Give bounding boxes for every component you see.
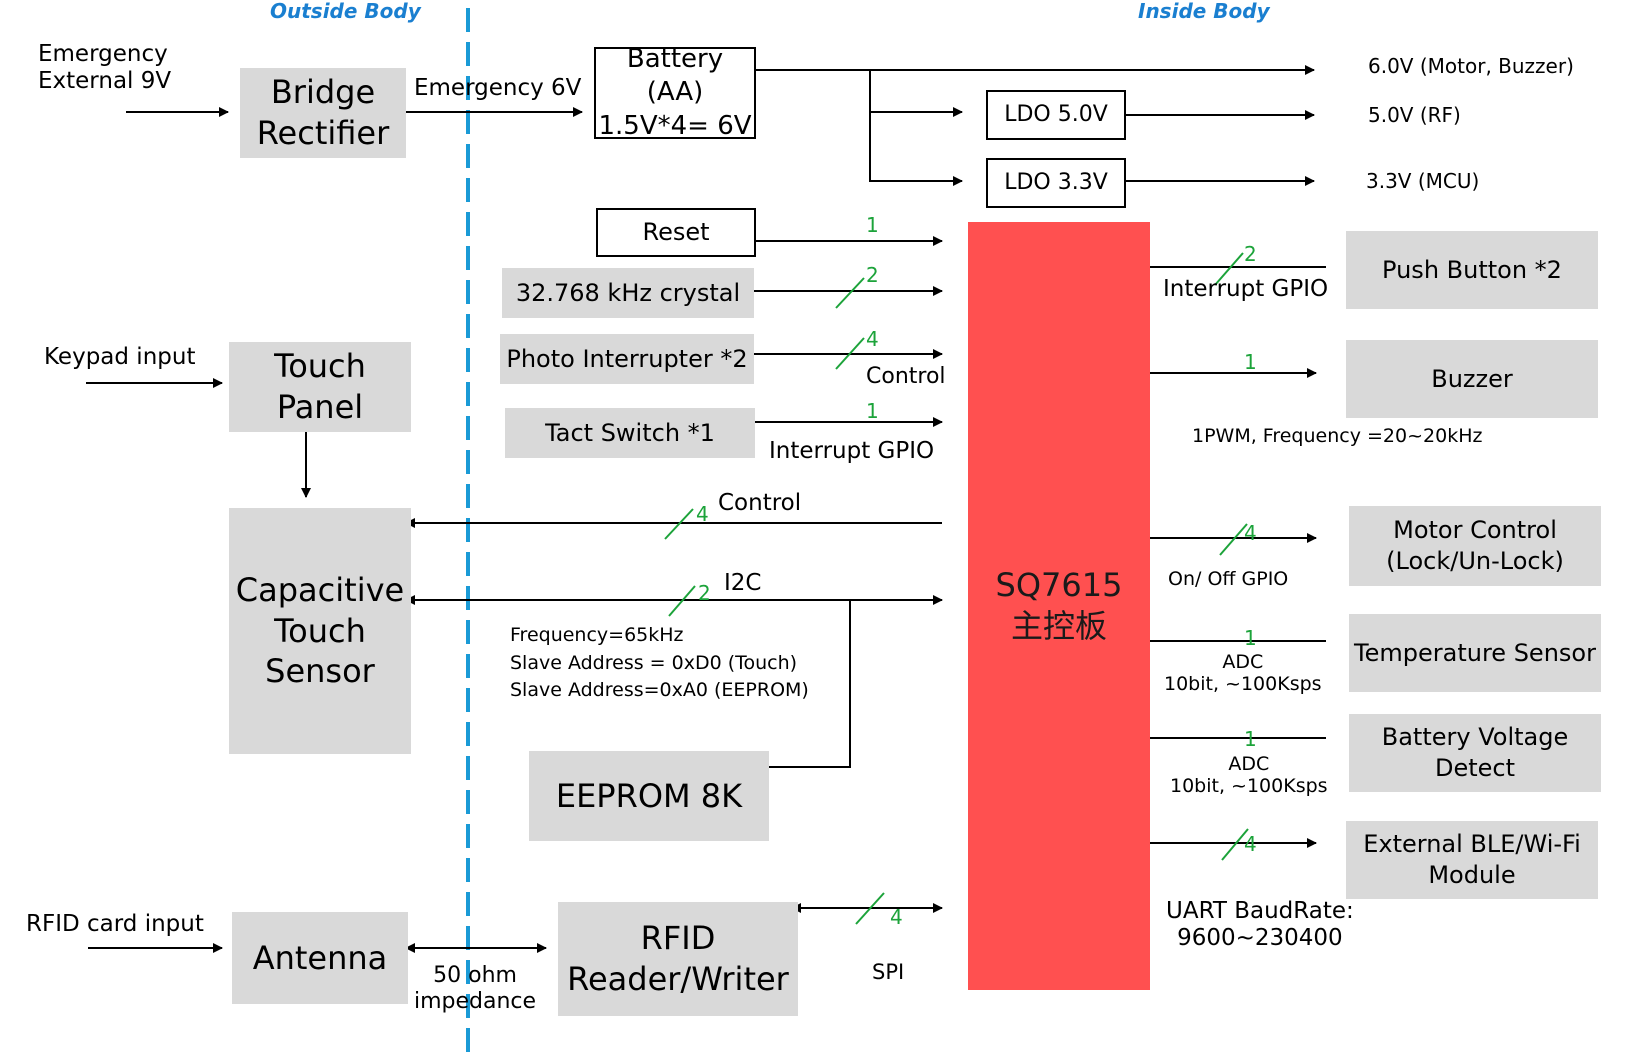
photo-interrupter-block: Photo Interrupter *2 [500, 334, 754, 384]
temp-bus-width: 1 [1244, 626, 1257, 650]
emergency-external-label: Emergency External 9V [38, 41, 172, 95]
antenna-block: Antenna [232, 912, 408, 1004]
tact-bus-width: 1 [866, 399, 879, 423]
temperature-sensor-block: Temperature Sensor [1349, 614, 1601, 692]
keypad-input-label: Keypad input [44, 344, 196, 370]
emergency-6v-label: Emergency 6V [414, 75, 582, 101]
spi-label: SPI [872, 960, 905, 984]
photo-slash [835, 337, 865, 370]
adc-temp-label: ADC 10bit, ~100Ksps [1164, 651, 1322, 696]
ble-slash [1221, 828, 1249, 861]
tact-interrupt-gpio-label: Interrupt GPIO [769, 438, 935, 464]
spi-bus-width: 4 [890, 905, 903, 929]
ldo-3v3-block: LDO 3.3V [986, 158, 1126, 208]
battery-block: Battery (AA) 1.5V*4= 6V [594, 44, 756, 141]
impedance-label: 50 ohm impedance [414, 963, 537, 1014]
push-bus-width: 2 [1244, 242, 1257, 266]
push-button-block: Push Button *2 [1346, 231, 1598, 309]
touch-panel-block: Touch Panel [229, 342, 411, 432]
spi-slash [855, 892, 885, 925]
photo-control-label: Control [866, 364, 946, 389]
crystal-bus-width: 2 [866, 263, 879, 287]
capacitive-touch-sensor-block: Capacitive Touch Sensor [229, 508, 411, 754]
motor-control-block: Motor Control (Lock/Un-Lock) [1349, 506, 1601, 586]
rfid-card-input-label: RFID card input [26, 911, 204, 937]
bridge-rectifier-block: Bridge Rectifier [240, 68, 406, 158]
i2c-bus-width: 2 [698, 581, 711, 605]
battery-detect-bus-width: 1 [1244, 727, 1257, 751]
cap-control-bus-width: 4 [696, 502, 709, 526]
battery-voltage-detect-block: Battery Voltage Detect [1349, 714, 1601, 792]
push-interrupt-gpio-label: Interrupt GPIO [1163, 276, 1329, 302]
out-3v3-label: 3.3V (MCU) [1366, 169, 1480, 193]
buzzer-bus-width: 1 [1244, 350, 1257, 374]
motor-bus-width: 4 [1244, 521, 1257, 545]
push-slash [1214, 252, 1244, 286]
ble-bus-width: 4 [1244, 832, 1257, 856]
pwm-label: 1PWM, Frequency =20~20kHz [1192, 425, 1483, 447]
buzzer-block: Buzzer [1346, 340, 1598, 418]
tact-switch-block: Tact Switch *1 [505, 408, 755, 458]
ldo-5v-block: LDO 5.0V [986, 90, 1126, 140]
inside-body-heading: Inside Body [1138, 0, 1270, 23]
uart-baudrate-label: UART BaudRate: 9600~230400 [1166, 898, 1354, 952]
out-6v-label: 6.0V (Motor, Buzzer) [1368, 54, 1574, 78]
outside-body-heading: Outside Body [270, 0, 421, 23]
on-off-gpio-label: On/ Off GPIO [1168, 568, 1289, 590]
mcu-main-board-block: SQ7615 主控板 [968, 222, 1150, 990]
adc-battery-label: ADC 10bit, ~100Ksps [1170, 753, 1328, 798]
motor-slash [1219, 523, 1248, 556]
crystal-slash [835, 277, 865, 309]
ldo5-feed [869, 70, 963, 117]
reset-bus-width: 1 [866, 213, 879, 237]
i2c-label: I2C [724, 570, 762, 596]
reset-block: Reset [596, 208, 756, 257]
out-5v-label: 5.0V (RF) [1368, 103, 1461, 127]
ldo33-feed [869, 112, 963, 186]
eeprom-branch [751, 600, 851, 772]
i2c-info-label: Frequency=65kHz Slave Address = 0xD0 (To… [510, 624, 809, 702]
cap-control-slash [664, 508, 694, 540]
cap-control-label: Control [718, 490, 802, 516]
i2c-slash [668, 585, 696, 617]
photo-bus-width: 4 [866, 327, 879, 351]
ble-wifi-module-block: External BLE/Wi-Fi Module [1346, 821, 1598, 899]
rfid-reader-writer-block: RFID Reader/Writer [558, 902, 798, 1016]
eeprom-block: EEPROM 8K [529, 751, 769, 841]
crystal-block: 32.768 kHz crystal [502, 268, 754, 318]
